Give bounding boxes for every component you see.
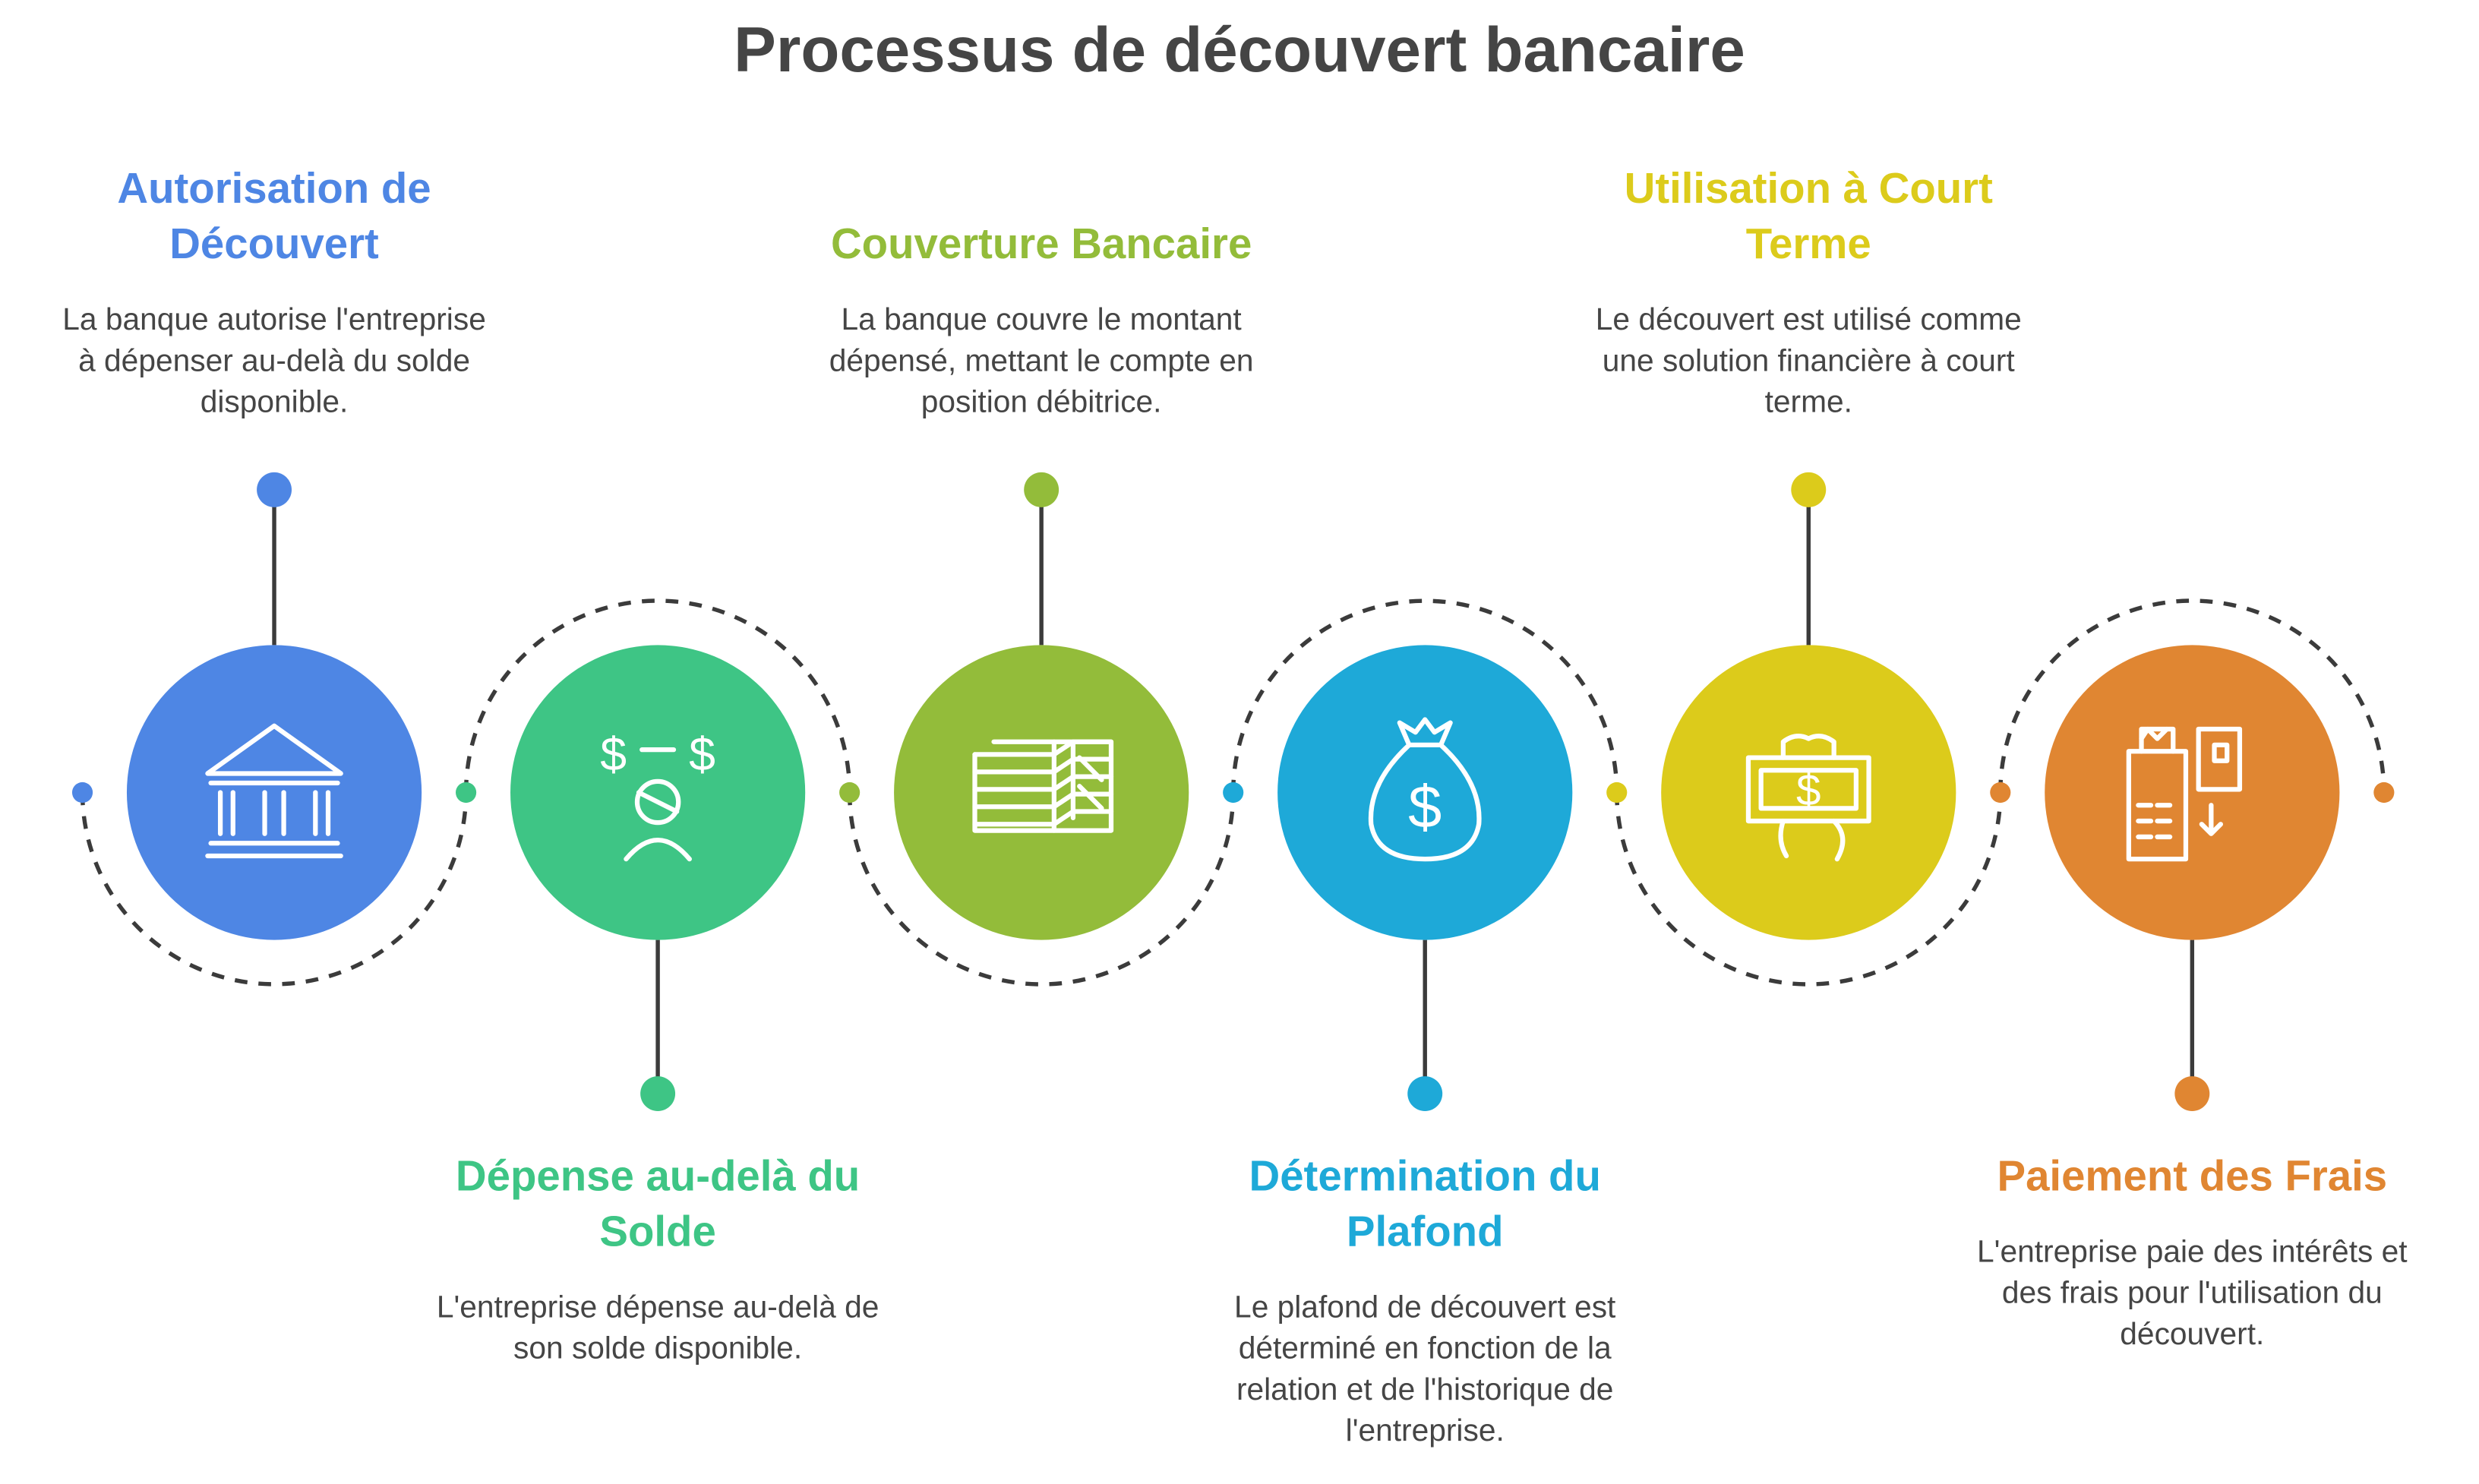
svg-text:$: $ [600,728,627,781]
step-heading-line: Terme [1745,220,1871,268]
connector-arc [1998,598,2386,793]
step-circle [2045,645,2340,940]
step-description: La banque autorise l'entreprise à dépense… [29,299,520,423]
step-heading: Dépense au-delà du Solde [412,1149,904,1260]
connector-arc [463,598,852,793]
step-description: L'entreprise dépense au-delà de son solde… [412,1287,904,1370]
connector-arc [1615,792,2003,987]
step-heading-line: Plafond [1346,1208,1504,1255]
step-description-line: disponible. [200,385,349,421]
step-heading: Détermination du Plafond [1179,1149,1671,1260]
step-description-line: Le plafond de découvert est [1234,1290,1616,1325]
connector-dot [71,781,93,804]
step-description: La banque couvre le montant dépensé, mett… [796,299,1287,423]
step-description: Le découvert est utilisé comme une soluti… [1563,299,2054,423]
svg-text:$: $ [1408,772,1442,840]
step-circle [1277,645,1573,940]
step-description-line: La banque couvre le montant [841,302,1242,338]
step-description-line: L'entreprise dépense au-delà de [436,1290,879,1325]
step-description-line: déterminé en fonction de la [1238,1331,1612,1366]
step-description-line: position débitrice. [921,385,1162,421]
step-description-line: dépensé, mettant le compte en [829,343,1254,379]
step-description-line: La banque autorise l'entreprise [62,302,486,338]
connector-arc [1230,598,1619,793]
svg-text:$: $ [689,728,715,781]
step-pin [1791,472,1827,507]
step-circle [1661,645,1956,940]
connector-arc [847,792,1236,987]
step-heading: Paiement des Frais [1947,1149,2438,1205]
step-description-line: l'entreprise. [1345,1413,1505,1449]
bank-icon [205,723,343,859]
step-circle [894,645,1189,940]
step-description-line: L'entreprise paie des intérêts et [1977,1234,2408,1270]
connector-arc [80,792,469,987]
step-circle [126,645,422,940]
step-heading: Autorisation de Découvert [29,162,520,273]
step-pin [2174,1076,2210,1111]
step-heading-line: Détermination du [1249,1152,1601,1200]
step-text-autorisation: Autorisation de Découvert La banque autori… [29,162,520,423]
money-bag-icon: $ [1368,717,1482,862]
step-description-line: une solution financière à court [1602,343,2015,379]
step-description-line: son solde disponible. [513,1331,803,1366]
person-dollars-icon: $$ [600,728,715,862]
step-text-couverture: Couverture Bancaire La banque couvre le m… [796,217,1287,423]
page-title: Processus de découvert bancaire [734,15,1745,86]
step-heading-line: Couverture Bancaire [830,220,1252,268]
step-heading-line: Autorisation de [117,165,431,213]
connector-dot [1606,781,1628,804]
step-heading-line: Découvert [169,220,379,268]
step-depense: $$ [510,645,806,1111]
step-pin [640,1076,676,1111]
connector-dot [1223,781,1244,804]
step-heading: Couverture Bancaire [796,217,1287,273]
step-description-line: découvert. [2120,1317,2265,1353]
connector-dot [456,781,477,804]
step-pin [1407,1076,1443,1111]
connector-arcs [80,598,2386,987]
step-description-line: à dépenser au-delà du solde [78,343,470,379]
step-description: L'entreprise paie des intérêts et des fra… [1947,1232,2438,1356]
step-utilisation: $ [1661,472,1956,940]
hand-cash-icon: $ [1745,734,1871,862]
step-heading-line: Utilisation à Court [1624,165,1993,213]
step-text-plafond: Détermination du Plafond Le plafond de déc… [1179,1149,1671,1452]
payment-terminal-icon [2126,726,2243,862]
connector-dot [2373,781,2395,804]
step-circle [510,645,806,940]
step-pin [1024,472,1059,507]
step-description: Le plafond de découvert est déterminé en … [1179,1287,1671,1452]
step-description-line: terme. [1764,385,1852,421]
step-description-line: des frais pour l'utilisation du [2001,1276,2383,1311]
svg-text:$: $ [1796,766,1821,815]
step-pin [257,472,292,507]
step-couverture [894,472,1189,940]
step-paiement [2045,645,2340,1111]
step-autorisation [126,472,422,940]
step-description-line: Le découvert est utilisé comme [1595,302,2022,338]
connector-dot [1990,781,2011,804]
step-description-line: relation et de l'historique de [1236,1372,1614,1408]
step-heading-line: Solde [599,1208,716,1255]
step-heading-line: Paiement des Frais [1997,1152,2388,1200]
connector-dot [839,781,861,804]
step-heading-line: Dépense au-delà du [455,1152,861,1200]
step-plafond: $ [1277,645,1573,1111]
money-stack-icon [972,739,1114,833]
